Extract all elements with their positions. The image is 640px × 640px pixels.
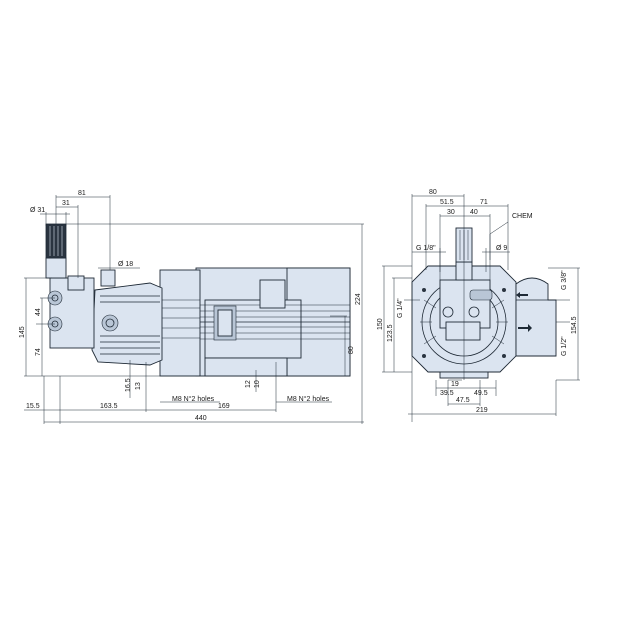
front-dimension-lines (382, 194, 580, 422)
dim-51-5: 51.5 (440, 199, 454, 206)
front-view: 80 51.5 71 30 40 CHEM G 1/8" Ø 9 150 123… (377, 189, 580, 422)
flange-ribs (420, 299, 508, 345)
valve-cap (67, 275, 85, 291)
arrow-left-icon (516, 292, 528, 298)
bolt-icon (502, 288, 506, 292)
dim-31: 31 (62, 200, 70, 207)
label-chem: CHEM (512, 213, 533, 220)
crankcase-fins (160, 299, 200, 339)
dim-440: 440 (195, 415, 207, 422)
dim-71: 71 (480, 199, 488, 206)
dim-145: 145 (19, 326, 26, 338)
dim-g1-2: G 1/2" (561, 336, 568, 356)
terminal-box-inner (217, 309, 233, 337)
bolt-icon (422, 288, 426, 292)
outlet-fitting (100, 269, 116, 287)
dim-19: 19 (451, 381, 459, 388)
unloader-knob (45, 223, 67, 259)
dim-49-5: 49.5 (474, 390, 488, 397)
dim-154-5: 154.5 (571, 316, 578, 334)
dim-74: 74 (35, 348, 42, 356)
pump-fins (100, 295, 160, 355)
dim-39-5: 39.5 (440, 390, 454, 397)
dim-d9: Ø 9 (496, 245, 507, 252)
dim-d18: Ø 18 (118, 261, 133, 268)
capacitor-box (259, 279, 286, 309)
pump-head-front (439, 279, 491, 329)
bolt-icon (422, 354, 426, 358)
pump-housing (91, 282, 163, 366)
unloader-body (45, 257, 67, 279)
dim-g3-8: G 3/8" (561, 270, 568, 290)
motor-foot (204, 357, 288, 377)
port-block (469, 289, 493, 301)
dim-163-5: 163.5 (100, 403, 118, 410)
valve-block (445, 321, 481, 341)
dim-47-5: 47.5 (456, 397, 470, 404)
dim-80: 80 (348, 346, 355, 354)
dim-d31: Ø 31 (30, 207, 45, 214)
dim-44: 44 (35, 308, 42, 316)
dim-30: 30 (447, 209, 455, 216)
terminal-box-front (515, 277, 557, 357)
dim-holes-left: M8 N°2 holes (172, 395, 215, 403)
arrow-right-icon (518, 324, 532, 332)
dim-40: 40 (470, 209, 478, 216)
dim-81: 81 (78, 190, 86, 197)
dim-13: 13 (135, 382, 142, 390)
dim-16-5: 16.5 (125, 378, 132, 392)
dim-169: 169 (218, 403, 230, 410)
side-dimension-lines (24, 195, 364, 424)
front-dimension-labels: 80 51.5 71 30 40 CHEM G 1/8" Ø 9 150 123… (377, 189, 578, 414)
dim-224: 224 (355, 293, 362, 305)
side-dimension-labels: Ø 31 31 81 Ø 18 224 80 145 44 74 16.5 13… (19, 190, 362, 422)
dim-15-5: 15.5 (26, 403, 40, 410)
dim-80-front: 80 (429, 189, 437, 196)
dim-holes-right: M8 N°2 holes (287, 395, 330, 403)
dim-12: 12 (245, 380, 252, 388)
shaft-icon (101, 314, 119, 332)
bolt-icon (502, 354, 506, 358)
dim-10: 10 (254, 380, 261, 388)
crankcase (159, 269, 201, 377)
dim-g1-8: G 1/8" (416, 245, 436, 252)
dim-123-5: 123.5 (387, 324, 394, 342)
dim-150: 150 (377, 318, 384, 330)
dim-g1-4: G 1/4" (397, 298, 404, 318)
dim-219: 219 (476, 407, 488, 414)
side-view: Ø 31 31 81 Ø 18 224 80 145 44 74 16.5 13… (19, 190, 364, 424)
